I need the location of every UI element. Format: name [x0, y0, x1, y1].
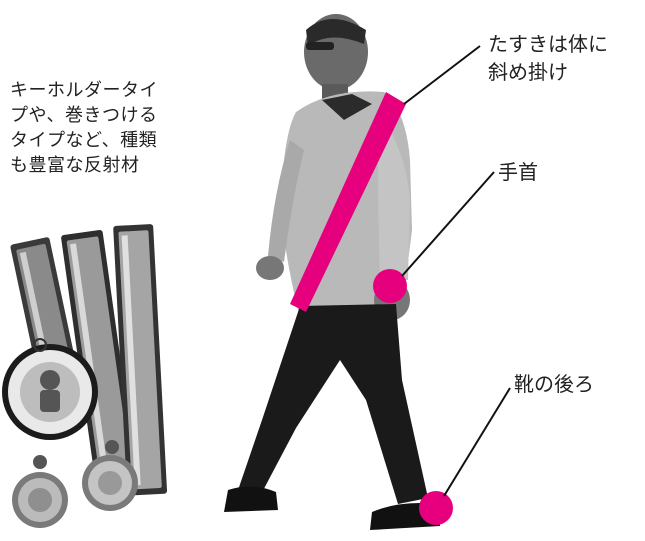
walking-person-illustration	[224, 14, 440, 530]
sash-band	[290, 92, 406, 312]
wrist-label: 手首	[498, 158, 538, 186]
reflector-caption: キーホルダータイ プや、巻きつける タイプなど、種類 も豊富な反射材	[10, 78, 200, 178]
caption-line: タイプなど、種類	[10, 130, 158, 151]
heel-dot	[419, 491, 453, 525]
sash-label: たすきは体に 斜め掛け	[488, 30, 608, 86]
heel-label: 靴の後ろ	[514, 370, 594, 398]
wrist-dot	[373, 269, 407, 303]
caption-line: プや、巻きつける	[10, 105, 158, 126]
heel-label-line: 靴の後ろ	[514, 372, 594, 396]
caption-line: キーホルダータイ	[10, 80, 158, 101]
heel-leader-line	[443, 387, 511, 497]
sash-leader-line	[403, 45, 481, 105]
caption-line: も豊富な反射材	[10, 155, 140, 176]
wrist-leader-line	[401, 171, 495, 277]
sash-label-line: たすきは体に	[488, 32, 608, 56]
wrist-label-line: 手首	[498, 160, 538, 184]
sash-label-line: 斜め掛け	[488, 60, 568, 84]
reflector-products-illustration	[2, 224, 168, 528]
